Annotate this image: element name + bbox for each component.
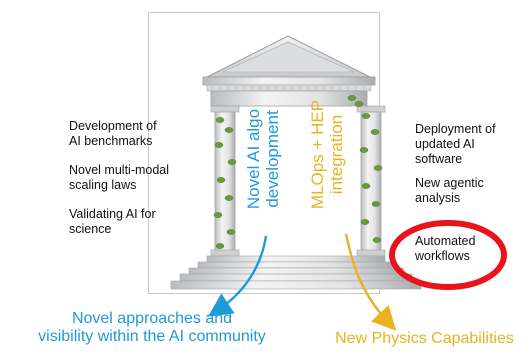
curved-arrow-icon bbox=[344, 233, 397, 331]
left-outcome-text: Novel approaches and visibility within t… bbox=[38, 310, 266, 345]
right-outcome-text: New Physics Capabilities bbox=[335, 330, 514, 347]
left-pillar-label: Novel AI algo development bbox=[244, 108, 282, 210]
right-list-item: New agentic analysis bbox=[415, 176, 484, 205]
right-pillar-label: MLOps + HEP integration bbox=[308, 99, 346, 210]
left-list-item: Novel multi-modal scaling laws bbox=[69, 163, 170, 192]
right-list-item: Deployment of updated AI software bbox=[415, 122, 496, 166]
curved-arrow-icon bbox=[208, 235, 268, 317]
right-list-item: Automated workflows bbox=[415, 234, 476, 263]
highlight-ring bbox=[389, 220, 507, 290]
left-list-item: Validating AI for science bbox=[69, 207, 156, 236]
left-list-item: Development of AI benchmarks bbox=[69, 119, 157, 148]
ivy-icon bbox=[213, 95, 383, 249]
greek-temple-icon bbox=[170, 35, 422, 290]
